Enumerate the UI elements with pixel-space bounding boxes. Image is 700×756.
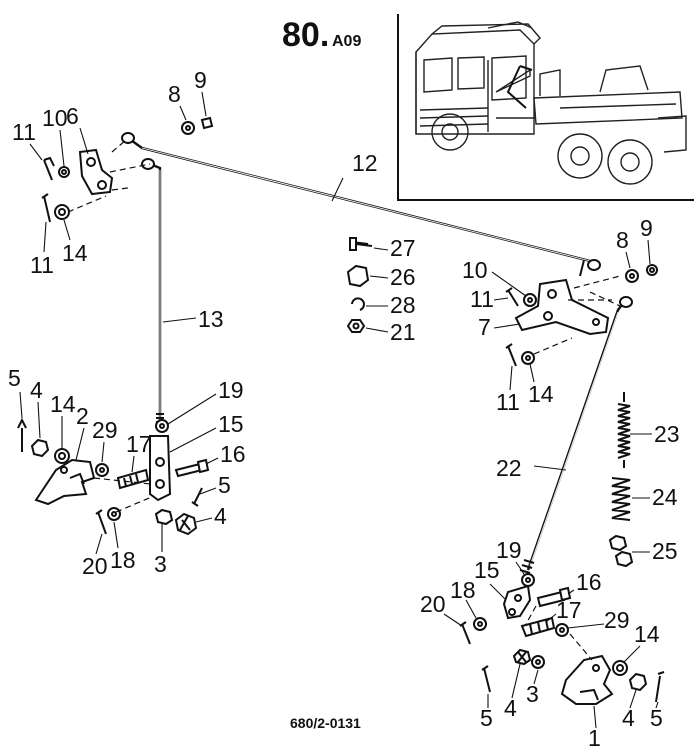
label-5-bottom-right-a: 5 — [480, 705, 493, 731]
label-22: 22 — [496, 455, 522, 481]
label-9-right: 9 — [640, 215, 653, 241]
label-17-left: 17 — [126, 431, 152, 457]
label-2: 2 — [76, 403, 89, 429]
diagram-suffix: A09 — [332, 33, 361, 50]
label-14-left: 14 — [62, 240, 88, 266]
label-4-mid: 4 — [214, 503, 227, 529]
label-11-right-upper: 11 — [470, 286, 494, 312]
label-24: 24 — [652, 484, 678, 510]
label-20-right: 20 — [420, 591, 446, 617]
label-20-left: 20 — [82, 553, 108, 579]
label-10-right: 10 — [462, 257, 488, 283]
label-14-right: 14 — [528, 381, 554, 407]
label-5-mid: 5 — [218, 472, 231, 498]
label-1: 1 — [588, 725, 601, 751]
label-14-bottom-right: 14 — [634, 621, 660, 647]
truck-inset — [397, 14, 694, 201]
label-7: 7 — [478, 314, 491, 340]
label-11-upper-left: 11 — [12, 119, 36, 145]
label-14-bottom-left: 14 — [50, 391, 76, 417]
bracket-6-assembly — [41, 139, 151, 223]
label-15-right: 15 — [474, 557, 500, 583]
label-18-left: 18 — [110, 547, 136, 573]
label-9-top: 9 — [194, 67, 207, 93]
label-8-right: 8 — [616, 227, 629, 253]
label-27: 27 — [390, 235, 416, 261]
label-19-right: 19 — [496, 537, 522, 563]
rod-13 — [141, 158, 164, 427]
label-29-right: 29 — [604, 607, 630, 633]
label-16-left: 16 — [220, 441, 246, 467]
label-16-right: 16 — [576, 569, 602, 595]
label-5-left: 5 — [8, 365, 21, 391]
middle-small-parts — [346, 237, 373, 333]
label-29-left: 29 — [92, 417, 118, 443]
label-6: 6 — [66, 103, 79, 129]
bracket-7-assembly — [505, 275, 621, 367]
drawing-code: 680/2-0131 — [290, 715, 361, 731]
label-5-bottom-right-b: 5 — [650, 705, 663, 731]
lever-2-assembly — [17, 417, 210, 536]
label-26: 26 — [390, 264, 416, 290]
label-12: 12 — [352, 150, 378, 176]
label-4-bottom-right-a: 4 — [504, 695, 517, 721]
label-18-right: 18 — [450, 577, 476, 603]
label-13: 13 — [198, 306, 224, 332]
label-4-left: 4 — [30, 377, 43, 403]
diagram-number: 80. — [282, 16, 329, 54]
label-10-left: 10 — [42, 105, 68, 131]
rod-22 — [519, 296, 633, 574]
label-15-left: 15 — [218, 411, 244, 437]
lever-1-assembly — [459, 573, 665, 705]
washer-nut-8-9-right — [625, 264, 658, 283]
label-3-left: 3 — [154, 551, 167, 577]
label-4-bottom-right-b: 4 — [622, 705, 635, 731]
washer-nut-8-9-top — [181, 116, 214, 135]
springs-and-nuts — [608, 392, 634, 568]
label-19-left: 19 — [218, 377, 244, 403]
label-11-right-lower: 11 — [496, 389, 520, 415]
label-21: 21 — [390, 319, 416, 345]
label-3-right: 3 — [526, 681, 539, 707]
label-28: 28 — [390, 292, 416, 318]
label-17-right: 17 — [556, 597, 582, 623]
rod-12 — [121, 132, 601, 277]
label-11-lower-left: 11 — [30, 252, 54, 278]
label-8-top: 8 — [168, 81, 181, 107]
label-23: 23 — [654, 421, 680, 447]
label-25: 25 — [652, 538, 678, 564]
